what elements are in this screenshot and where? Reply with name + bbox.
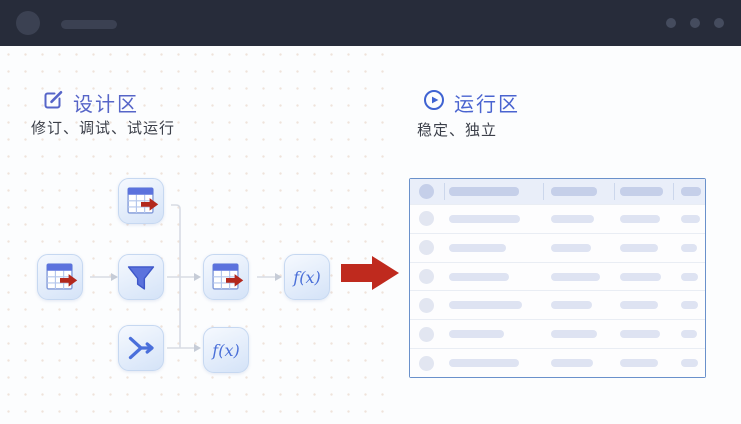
flow-node-filter[interactable]: [118, 254, 164, 300]
flow-node-function-2[interactable]: f(x): [203, 327, 249, 373]
row-avatar-skeleton: [419, 240, 434, 256]
row-avatar-skeleton: [419, 211, 434, 227]
column-divider: [543, 183, 544, 200]
design-area-header: 设计区: [42, 88, 139, 117]
run-table-row: [410, 261, 705, 291]
cell-skeleton: [620, 359, 658, 368]
cell-skeleton: [620, 330, 660, 339]
row-avatar-skeleton: [419, 297, 434, 313]
column-divider: [614, 183, 615, 200]
merge-icon: [128, 336, 154, 360]
run-area-subtitle: 稳定、独立: [417, 122, 498, 139]
cell-skeleton: [449, 359, 519, 368]
row-avatar-skeleton: [419, 326, 434, 342]
flow-node-table-export-top[interactable]: [118, 178, 164, 224]
window-control-dot-icon[interactable]: [714, 18, 724, 28]
design-area-title: 设计区: [73, 94, 139, 116]
window-controls[interactable]: [666, 18, 724, 28]
run-table-row: [410, 290, 705, 320]
table-export-icon: [212, 263, 244, 290]
run-table: [409, 178, 706, 378]
avatar[interactable]: [16, 11, 40, 35]
cell-skeleton: [551, 359, 593, 368]
cell-skeleton: [620, 243, 658, 252]
run-area-title: 运行区: [454, 94, 520, 116]
cell-skeleton: [620, 301, 658, 310]
cell-skeleton: [681, 330, 697, 339]
cell-skeleton: [551, 272, 600, 281]
flow-node-table-export-left[interactable]: [37, 254, 83, 300]
function-label: f(x): [293, 267, 321, 287]
cell-skeleton: [620, 214, 660, 223]
cell-skeleton: [620, 187, 663, 196]
window-control-dot-icon[interactable]: [690, 18, 700, 28]
run-table-header-row: [410, 179, 705, 204]
run-table-row: [410, 348, 705, 377]
window-control-dot-icon[interactable]: [666, 18, 676, 28]
cell-skeleton: [449, 272, 509, 281]
cell-skeleton: [551, 243, 591, 252]
cell-skeleton: [681, 187, 701, 196]
design-panel-background: [0, 46, 396, 424]
cell-skeleton: [449, 301, 522, 310]
column-divider: [444, 183, 445, 200]
cell-skeleton: [449, 187, 519, 196]
cell-skeleton: [620, 272, 661, 281]
cell-skeleton: [681, 301, 698, 310]
window-title-skeleton: [61, 20, 117, 29]
cell-skeleton: [551, 301, 592, 310]
cell-skeleton: [449, 243, 506, 252]
run-table-row: [410, 204, 705, 233]
window-topbar: [0, 0, 741, 46]
cell-skeleton: [681, 359, 698, 368]
row-avatar-skeleton: [419, 269, 434, 285]
filter-funnel-icon: [127, 266, 155, 290]
edit-square-icon: [42, 89, 64, 116]
run-table-row: [410, 319, 705, 349]
flow-node-table-export-result[interactable]: [203, 254, 249, 300]
cell-skeleton: [681, 243, 697, 252]
content-area: 设计区 修订、调试、试运行 运行区 稳定、独立: [0, 46, 741, 424]
cell-skeleton: [551, 187, 597, 196]
function-label: f(x): [212, 340, 240, 360]
run-area-header: 运行区: [423, 88, 520, 117]
play-circle-icon: [423, 89, 445, 116]
cell-skeleton: [551, 214, 594, 223]
flow-node-function-1[interactable]: f(x): [284, 254, 330, 300]
cell-skeleton: [449, 214, 520, 223]
cell-skeleton: [449, 330, 504, 339]
run-table-row: [410, 232, 705, 262]
column-divider: [673, 183, 674, 200]
table-export-icon: [46, 263, 78, 290]
cell-skeleton: [551, 330, 597, 339]
flow-node-merge[interactable]: [118, 325, 164, 371]
cell-skeleton: [681, 214, 700, 223]
row-avatar-skeleton: [419, 184, 434, 199]
table-export-icon: [127, 187, 159, 214]
design-area-subtitle: 修订、调试、试运行: [31, 120, 176, 137]
cell-skeleton: [681, 272, 698, 281]
row-avatar-skeleton: [419, 355, 434, 371]
